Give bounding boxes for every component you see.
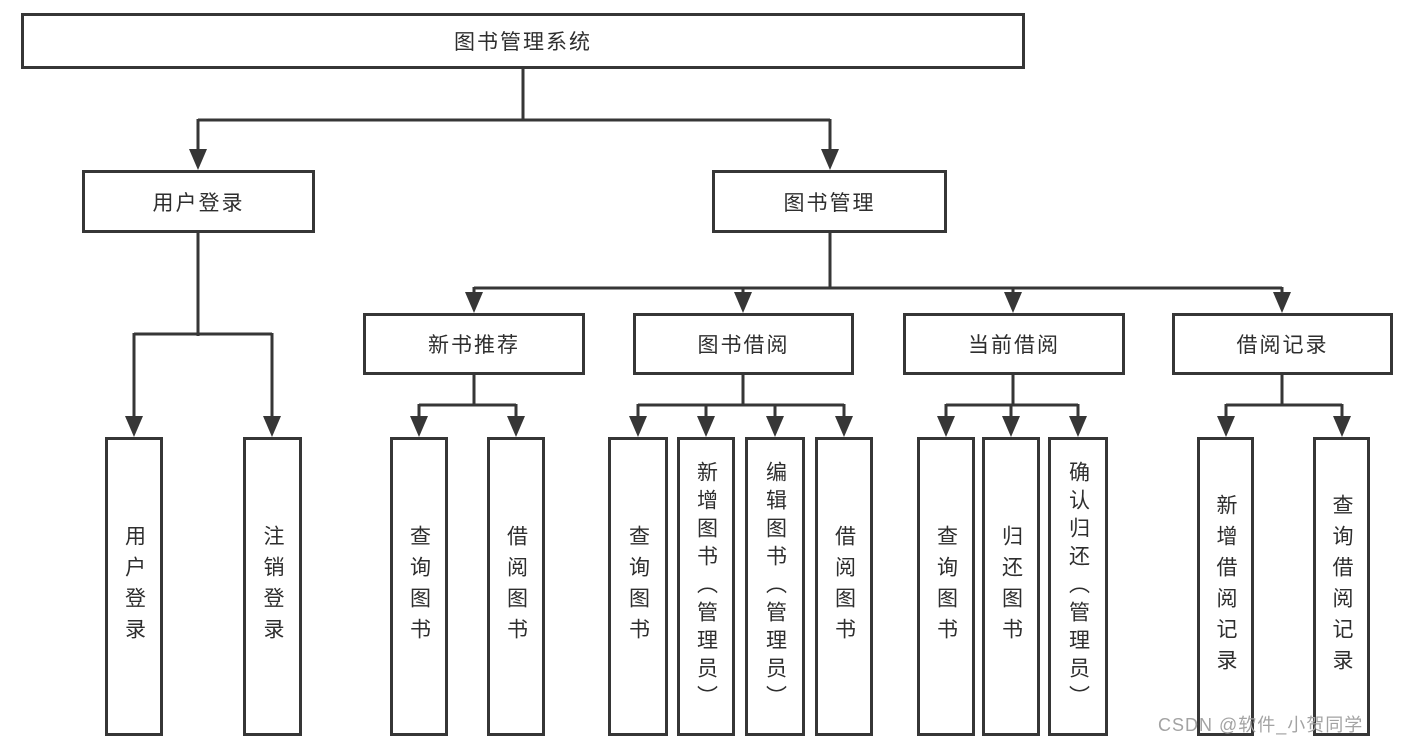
- leaf-return-books: 归还图书: [982, 437, 1040, 736]
- leaf-edit-books-admin-label: 编辑图书（管理员）: [763, 460, 787, 713]
- watermark-text: CSDN @软件_小贺同学: [1158, 715, 1364, 735]
- leaf-user-login: 用户登录: [105, 437, 163, 736]
- node-book-borrow-label: 图书借阅: [697, 334, 790, 357]
- node-book-borrow: 图书借阅: [633, 313, 854, 375]
- arrowhead: [1273, 292, 1291, 313]
- node-current-borrow: 当前借阅: [903, 313, 1125, 375]
- arrowhead: [1002, 416, 1020, 437]
- leaf-return-books-label: 归还图书: [999, 524, 1023, 649]
- arrowhead: [835, 416, 853, 437]
- arrowhead: [629, 416, 647, 437]
- node-root-label: 图书管理系统: [454, 31, 592, 54]
- arrowhead: [507, 416, 525, 437]
- node-book-management-label: 图书管理: [783, 191, 876, 215]
- node-root: 图书管理系统: [21, 13, 1025, 69]
- leaf-edit-books-admin: 编辑图书（管理员）: [745, 437, 805, 736]
- node-user-login: 用户登录: [82, 170, 315, 233]
- node-book-management: 图书管理: [712, 170, 947, 233]
- leaf-borrow-books-1-label: 借阅图书: [504, 524, 528, 649]
- arrowhead: [821, 149, 839, 170]
- arrowhead: [734, 292, 752, 313]
- leaf-logout: 注销登录: [243, 437, 302, 736]
- arrowhead: [766, 416, 784, 437]
- leaf-logout-label: 注销登录: [261, 524, 284, 649]
- leaf-user-login-label: 用户登录: [122, 524, 146, 649]
- arrowhead: [263, 416, 281, 437]
- node-borrow-records: 借阅记录: [1172, 313, 1393, 375]
- arrowhead: [125, 416, 143, 437]
- leaf-query-books-2-label: 查询图书: [626, 524, 650, 649]
- leaf-query-books-3-label: 查询图书: [934, 524, 958, 649]
- node-current-borrow-label: 当前借阅: [968, 334, 1060, 357]
- leaf-borrow-books-1: 借阅图书: [487, 437, 545, 736]
- arrowhead: [1333, 416, 1351, 437]
- arrowhead: [465, 292, 483, 313]
- node-new-book-recommend: 新书推荐: [363, 313, 585, 375]
- leaf-borrow-books-2: 借阅图书: [815, 437, 873, 736]
- leaf-confirm-return-admin: 确认归还（管理员）: [1048, 437, 1108, 736]
- leaf-query-borrow-record-label: 查询借阅记录: [1330, 493, 1353, 680]
- arrowhead: [189, 149, 207, 170]
- leaf-query-books-3: 查询图书: [917, 437, 975, 736]
- node-borrow-records-label: 借阅记录: [1236, 334, 1329, 357]
- leaf-query-books-1-label: 查询图书: [407, 524, 431, 649]
- leaf-query-borrow-record: 查询借阅记录: [1313, 437, 1370, 736]
- arrowhead: [1217, 416, 1235, 437]
- node-new-book-recommend-label: 新书推荐: [428, 334, 520, 357]
- leaf-add-books-admin: 新增图书（管理员）: [677, 437, 735, 736]
- arrowhead: [410, 416, 428, 437]
- arrowhead: [1069, 416, 1087, 437]
- leaf-borrow-books-2-label: 借阅图书: [832, 524, 856, 649]
- leaf-confirm-return-admin-label: 确认归还（管理员）: [1066, 460, 1090, 713]
- leaf-query-books-2: 查询图书: [608, 437, 668, 736]
- arrowhead: [937, 416, 955, 437]
- leaf-add-borrow-record-label: 新增借阅记录: [1214, 493, 1237, 680]
- leaf-add-books-admin-label: 新增图书（管理员）: [694, 460, 718, 713]
- node-user-login-label: 用户登录: [152, 191, 245, 215]
- arrowhead: [1004, 292, 1022, 313]
- leaf-query-books-1: 查询图书: [390, 437, 448, 736]
- arrowhead: [697, 416, 715, 437]
- leaf-add-borrow-record: 新增借阅记录: [1197, 437, 1254, 736]
